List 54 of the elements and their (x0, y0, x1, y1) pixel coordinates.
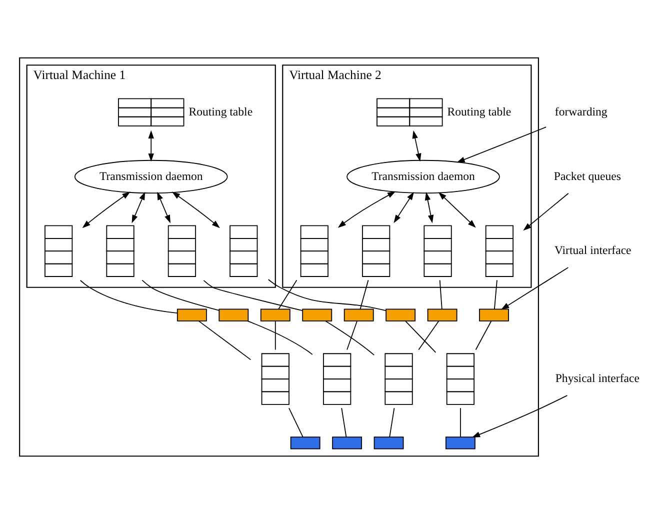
connector (405, 320, 436, 352)
node-ellipse: Transmission daemon (74, 159, 228, 193)
connector (142, 279, 220, 310)
node-text: Virtual interface (554, 242, 632, 257)
connector (80, 279, 178, 313)
arrow (424, 192, 434, 223)
node-box (290, 436, 320, 449)
arrow (172, 191, 220, 228)
arrow (438, 192, 476, 228)
node-label: Routing table (188, 104, 253, 118)
node-text: Packet queues (554, 168, 621, 182)
connector (418, 320, 440, 350)
arrow (394, 191, 414, 223)
cluster (19, 56, 539, 456)
node-box (302, 308, 332, 321)
connector (460, 407, 461, 437)
arrow (148, 130, 154, 162)
arrow (412, 130, 422, 162)
arrow (523, 192, 569, 230)
node-box (427, 308, 458, 321)
connector (346, 320, 358, 350)
connector (389, 407, 395, 437)
connector (274, 320, 276, 350)
connector (198, 320, 252, 360)
arrow (132, 191, 146, 223)
node-ellipse: Transmission daemon (346, 159, 500, 193)
connector (268, 278, 386, 311)
connector (475, 320, 492, 350)
arrow (82, 191, 130, 228)
arrow (472, 394, 568, 438)
connector (278, 279, 298, 310)
node-box (445, 436, 476, 449)
arrow (157, 191, 170, 223)
node-text: forwarding (554, 104, 608, 118)
node-box (332, 436, 362, 449)
connector (439, 279, 442, 310)
node-box (374, 436, 404, 449)
node-box (479, 308, 509, 321)
connector (360, 279, 369, 310)
node-box (260, 308, 290, 321)
arrow (338, 190, 396, 228)
node-label: Routing table (447, 104, 512, 118)
connector (341, 407, 347, 437)
arrow (500, 266, 569, 310)
arrow (456, 126, 547, 162)
node-box (218, 308, 249, 321)
connector (203, 279, 303, 311)
node-box (386, 308, 416, 321)
node-text: Physical interface (555, 370, 640, 385)
node-box (344, 308, 374, 321)
connector (246, 320, 313, 354)
connector (325, 320, 375, 356)
connector (494, 279, 498, 310)
node-box (176, 308, 207, 321)
